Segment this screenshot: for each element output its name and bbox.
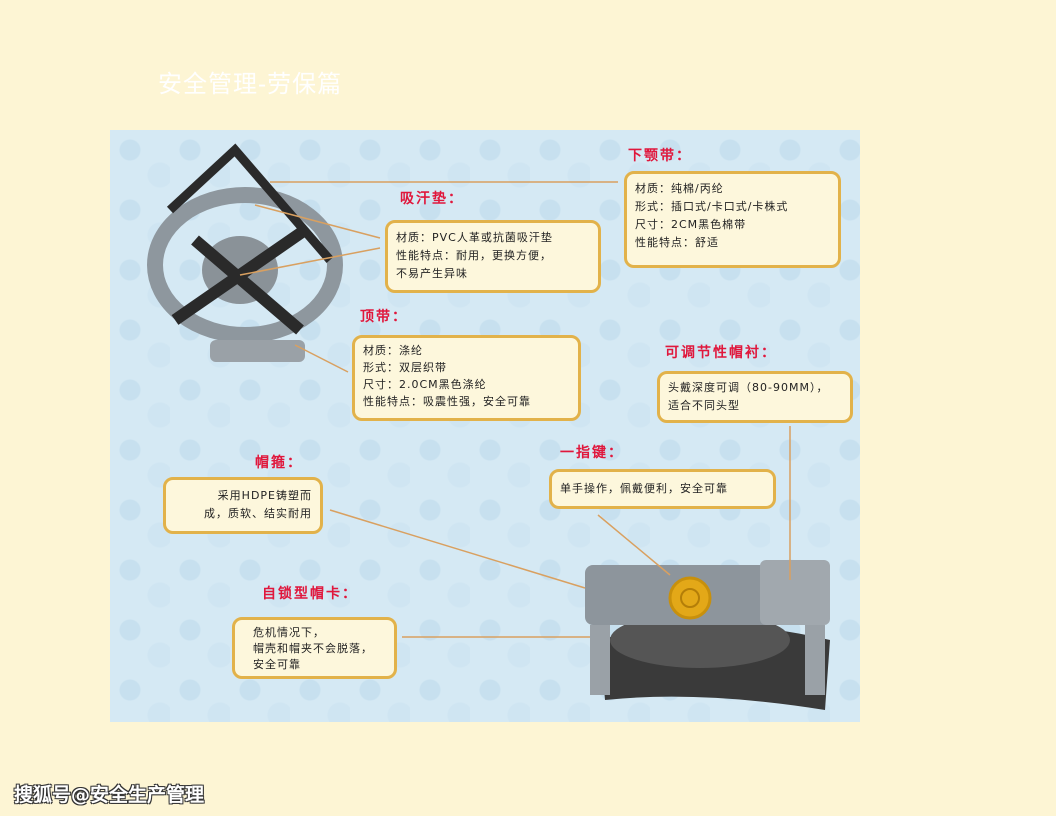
chinstrap-line: 形式：插口式/卡口式/卡株式 — [635, 200, 789, 213]
headband-box: 采用HDPE铸塑而 成，质软、结实耐用 — [163, 477, 323, 534]
clip-box: 危机情况下， 帽壳和帽夹不会脱落， 安全可靠 — [232, 617, 397, 679]
chinstrap-box: 材质：纯棉/丙纶 形式：插口式/卡口式/卡株式 尺寸：2CM黑色棉带 性能特点：… — [624, 171, 841, 268]
topstrap-line: 材质：涤纶 — [363, 344, 423, 357]
clip-line: 帽壳和帽夹不会脱落， — [253, 642, 373, 655]
page-title: 安全管理-劳保篇 — [158, 70, 343, 98]
chinstrap-line: 性能特点：舒适 — [635, 236, 719, 249]
topstrap-line: 尺寸：2.0CM黑色涤纶 — [363, 378, 487, 391]
topstrap-line: 性能特点：吸震性强，安全可靠 — [363, 395, 531, 408]
sweatband-line: 材质：PVC人革或抗菌吸汗垫 — [396, 231, 553, 244]
chinstrap-label: 下颚带： — [628, 148, 692, 164]
onekey-box: 单手操作，佩戴便利，安全可靠 — [549, 469, 776, 509]
clip-line: 安全可靠 — [253, 658, 301, 671]
chinstrap-line: 尺寸：2CM黑色棉带 — [635, 218, 747, 231]
onekey-line: 单手操作，佩戴便利，安全可靠 — [560, 482, 728, 495]
watermark: 搜狐号@安全生产管理 — [14, 784, 205, 806]
headband-label: 帽箍： — [255, 455, 303, 471]
sweatband-box: 材质：PVC人革或抗菌吸汗垫 性能特点：耐用，更换方便， 不易产生异味 — [385, 220, 601, 293]
liner-line: 头戴深度可调（80-90MM）， — [668, 381, 829, 394]
callout-arrows — [239, 181, 791, 638]
liner-line: 适合不同头型 — [668, 399, 740, 412]
clip-label: 自锁型帽卡： — [262, 586, 358, 602]
topstrap-line: 形式：双层织带 — [363, 361, 447, 374]
onekey-label: 一指键： — [560, 445, 624, 461]
clip-line: 危机情况下， — [253, 626, 325, 639]
topstrap-label: 顶带： — [360, 309, 408, 325]
sweatband-line: 性能特点：耐用，更换方便， — [396, 249, 552, 262]
liner-box: 头戴深度可调（80-90MM）， 适合不同头型 — [657, 371, 853, 423]
liner-label: 可调节性帽衬： — [665, 345, 777, 361]
headband-line: 成，质软、结实耐用 — [204, 507, 312, 520]
sweatband-label: 吸汗垫： — [400, 191, 464, 207]
sweatband-line: 不易产生异味 — [396, 267, 468, 280]
headband-line: 采用HDPE铸塑而 — [217, 489, 312, 502]
chinstrap-line: 材质：纯棉/丙纶 — [635, 182, 724, 195]
topstrap-box: 材质：涤纶 形式：双层织带 尺寸：2.0CM黑色涤纶 性能特点：吸震性强，安全可… — [352, 335, 581, 421]
helmet-suspension-side-view — [585, 560, 830, 710]
